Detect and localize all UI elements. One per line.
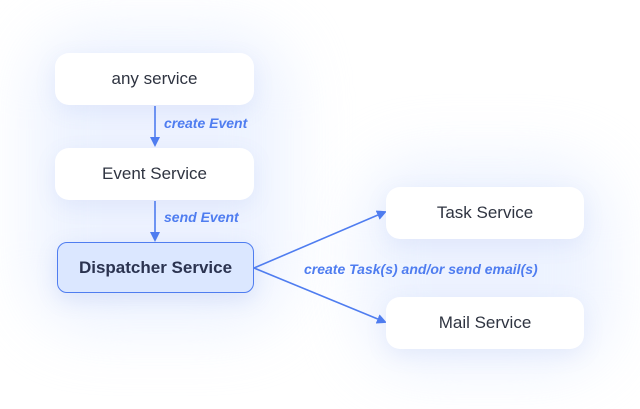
node-task-service: Task Service xyxy=(386,187,584,239)
node-any-service: any service xyxy=(55,53,254,105)
node-mail-service: Mail Service xyxy=(386,297,584,349)
node-dispatcher-service: Dispatcher Service xyxy=(57,242,254,293)
node-any-service-label: any service xyxy=(111,69,198,88)
edge-dispatcher-to-mail xyxy=(253,267,387,324)
edge-dispatcher-to-task xyxy=(253,210,387,269)
edge-label-create-task-or-email: create Task(s) and/or send email(s) xyxy=(304,261,538,277)
edge-label-send-event: send Event xyxy=(164,209,239,225)
node-mail-service-label: Mail Service xyxy=(438,313,532,332)
node-dispatcher-service-label: Dispatcher Service xyxy=(78,257,233,277)
edge-label-create-event: create Event xyxy=(164,115,248,131)
node-event-service: Event Service xyxy=(55,148,254,200)
node-event-service-label: Event Service xyxy=(102,164,207,183)
node-task-service-label: Task Service xyxy=(436,203,534,222)
